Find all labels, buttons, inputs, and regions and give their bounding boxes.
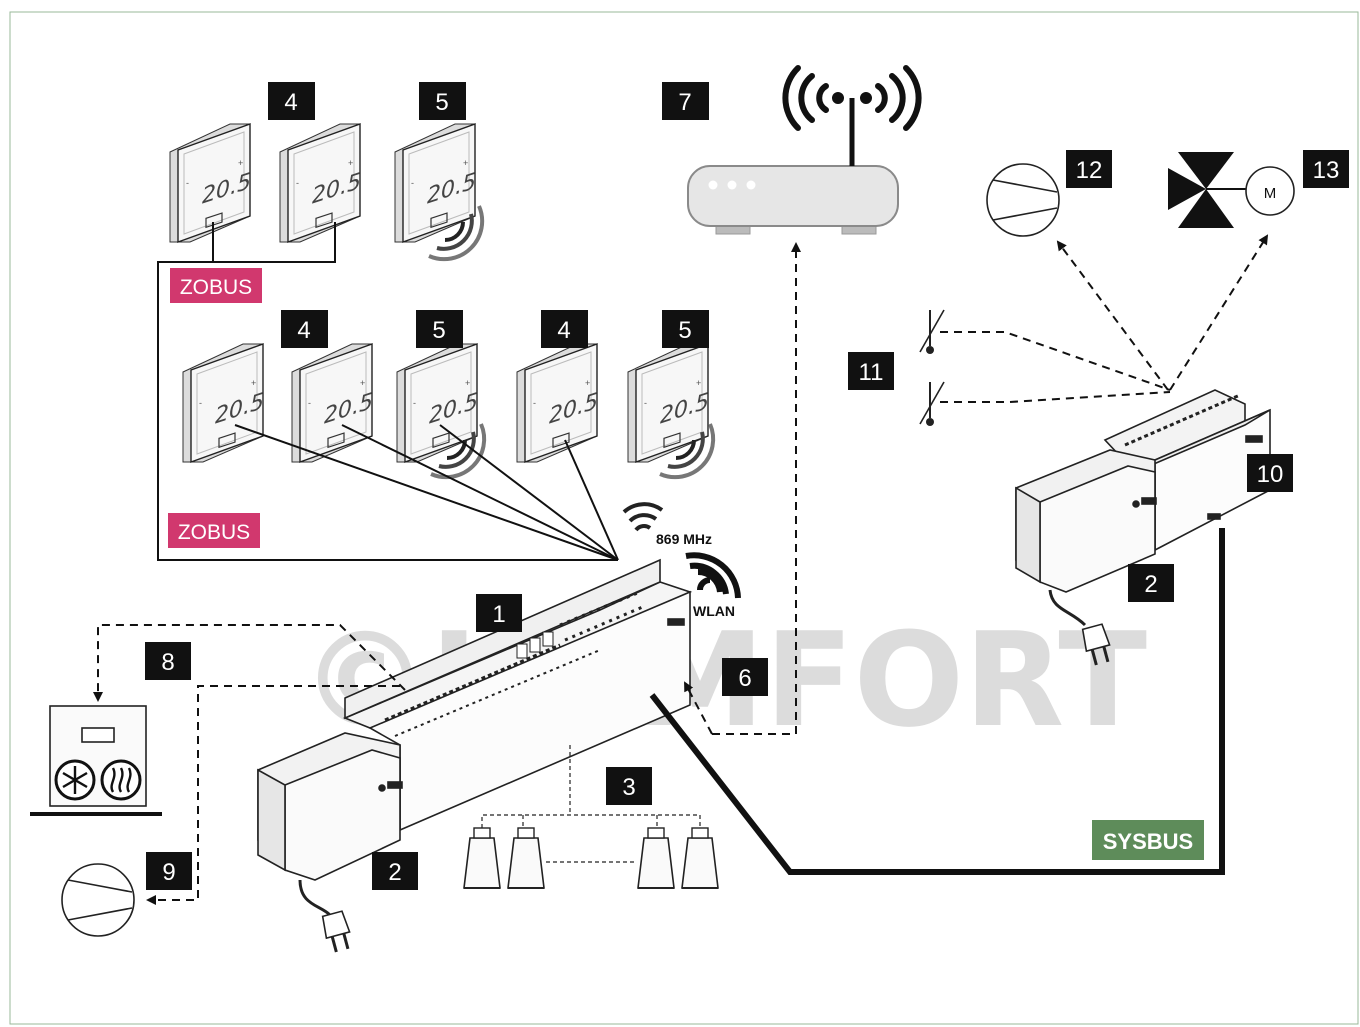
router-icon [687,98,899,235]
pump-icon [986,163,1060,237]
zobus-wiring [157,222,619,561]
callout-10: 10 [1247,454,1293,492]
freq-label: 869 MHz [656,531,712,547]
callout-4: 4 [281,310,328,348]
main-controller [257,558,693,917]
svg-text:3: 3 [622,774,635,801]
thermostat-wired-5 [516,343,599,463]
radio-869-icon [622,502,664,532]
callout-5: 5 [419,82,466,120]
callout-8: 8 [145,642,191,680]
svg-text:13: 13 [1313,157,1340,184]
callout-2: 2 [1128,564,1174,602]
svg-text:10: 10 [1257,461,1284,488]
callout-7: 7 [662,82,709,120]
svg-text:2: 2 [388,859,401,886]
callout-5: 5 [416,310,463,348]
callout-4: 4 [268,82,315,120]
temperature-sensor-icon [919,381,945,427]
power-plug-icon [319,909,356,956]
thermostat-wireless-3 [627,343,716,480]
svg-text:8: 8 [161,649,174,676]
svg-text:4: 4 [297,317,310,344]
thermostat-wireless-2 [396,343,487,480]
zobus-label-bottom: ZOBUS [178,521,250,544]
callout-2: 2 [372,852,418,890]
callout-6: 6 [722,658,768,696]
svg-text:5: 5 [435,89,448,116]
svg-text:9: 9 [162,859,175,886]
thermostat-wired-2 [279,123,362,243]
zobus-label-bottom-bg [168,513,260,548]
actuator-icon [681,827,719,889]
svg-text:4: 4 [284,89,297,116]
heat-cool-unit [30,705,162,816]
svg-text:2: 2 [1144,571,1157,598]
signal-lines [93,234,1269,905]
zobus-label-top: ZOBUS [180,276,252,299]
svg-text:12: 12 [1076,157,1103,184]
svg-text:1: 1 [492,601,505,628]
callout-3: 3 [606,767,652,805]
actuator-icon [507,827,545,889]
callout-4: 4 [541,310,588,348]
svg-text:6: 6 [738,665,751,692]
callout-13: 13 [1303,150,1349,188]
zobus-label-top-bg [170,268,262,303]
actuator-bus [481,745,701,863]
thermostat-wireless-1 [394,123,485,262]
wifi-icon [782,65,922,131]
wlan-icon [685,552,741,599]
actuator-icon [463,827,501,889]
sysbus-cable [649,528,1225,875]
actuator-icon [637,827,675,889]
callout-9: 9 [146,852,192,890]
motor-label: M [1264,185,1277,202]
thermostat-wired-3 [182,343,265,463]
callout-12: 12 [1066,150,1112,188]
heat-icon [100,759,142,801]
extension-module [1015,389,1271,627]
snowflake-icon [54,759,96,801]
thermostat-wired-1 [169,123,252,243]
callout-5: 5 [662,310,709,348]
callouts: 4 5 7 12 13 4 5 4 5 11 10 2 1 8 6 3 2 9 [145,82,1349,890]
callout-1: 1 [476,594,522,632]
sysbus-label: SYSBUS [1103,829,1193,854]
svg-text:5: 5 [678,317,691,344]
callout-11: 11 [848,352,894,390]
pump-icon [61,863,135,937]
three-way-valve-icon: M [1168,152,1295,228]
wlan-label: WLAN [693,603,735,619]
sysbus-label-bg [1092,820,1204,860]
diagram-frame [9,11,1359,1025]
svg-text:4: 4 [557,317,570,344]
thermostat-wired-4 [291,343,374,463]
svg-text:5: 5 [432,317,445,344]
svg-text:11: 11 [859,359,884,386]
svg-text:7: 7 [678,89,691,116]
